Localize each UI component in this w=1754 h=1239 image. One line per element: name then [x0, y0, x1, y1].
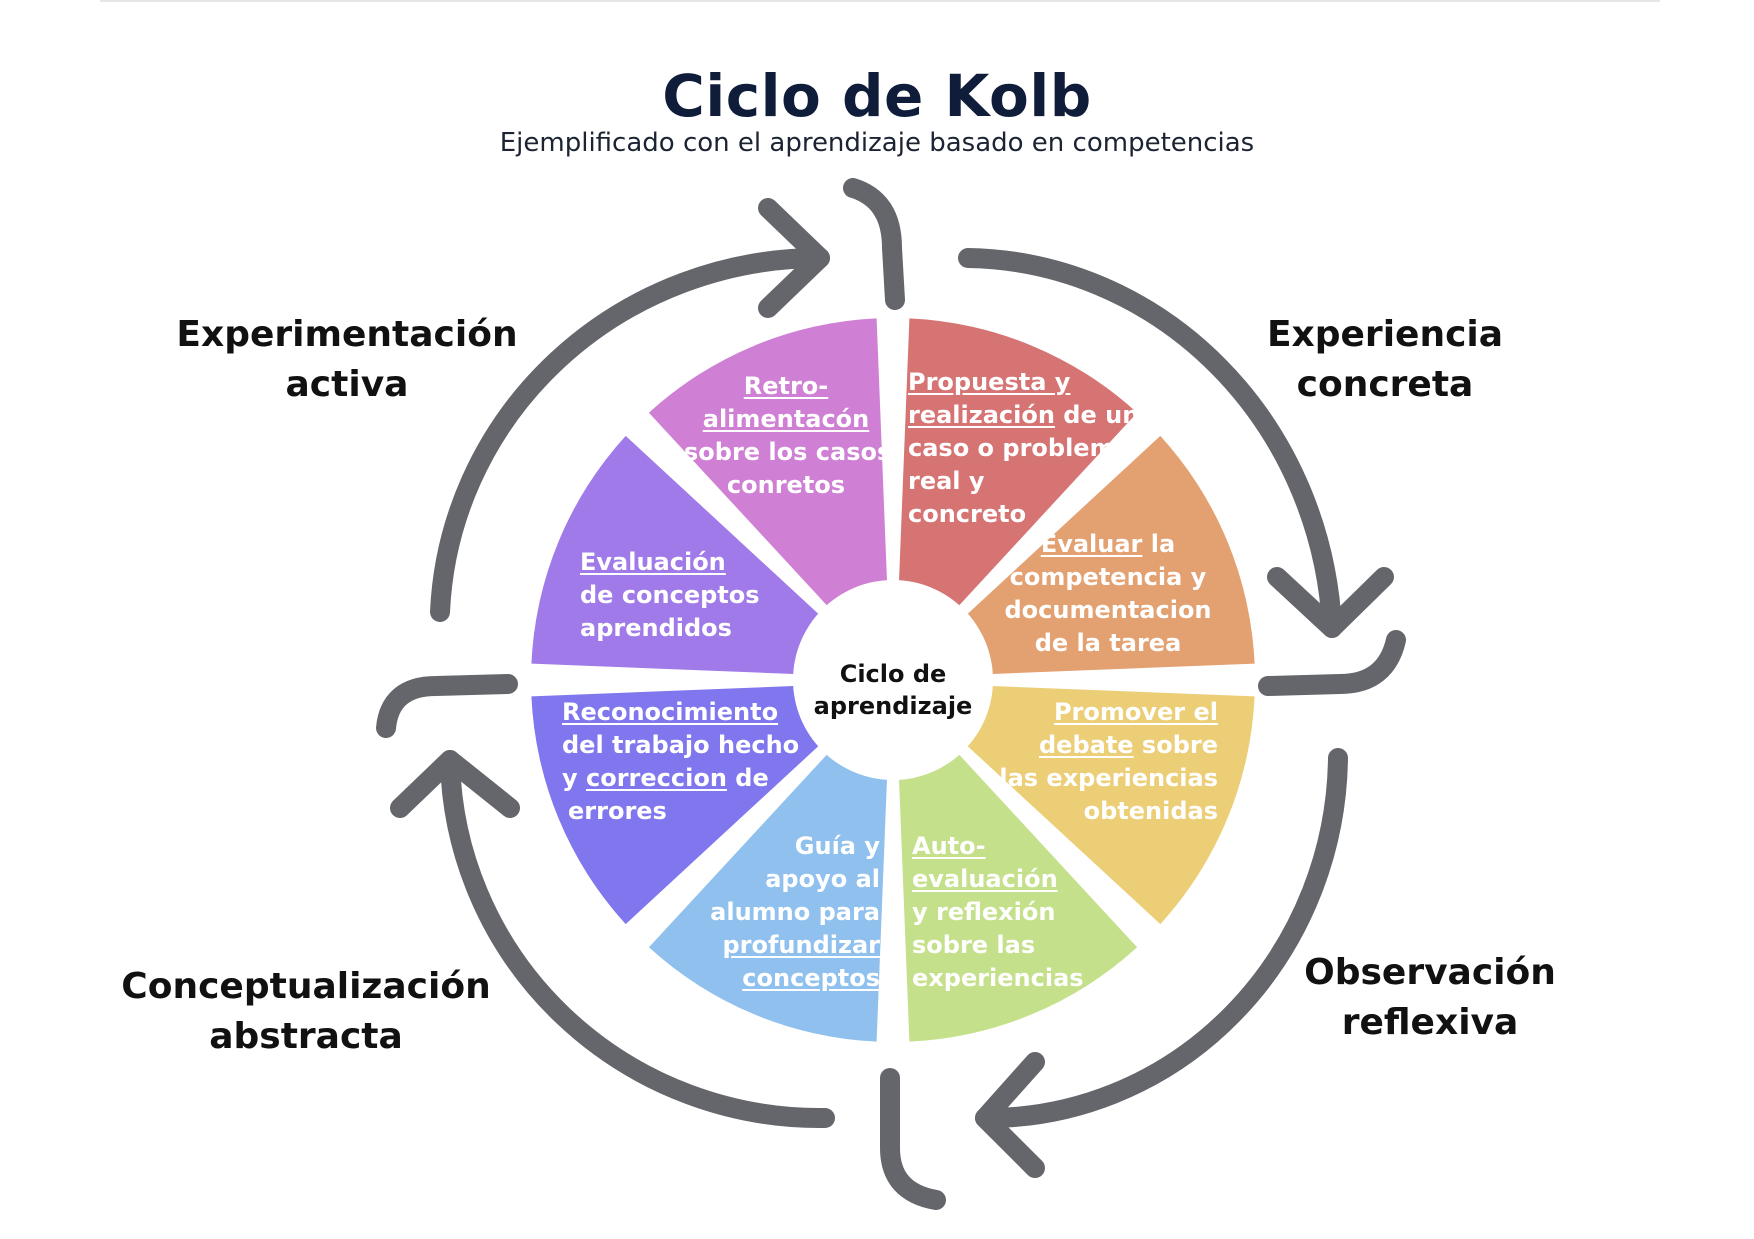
wedge-evaluacion-conceptos — [531, 435, 888, 678]
stage-experimentacion-activa: Experimentación activa — [176, 314, 518, 405]
divider-hook-top — [843, 178, 905, 310]
segment-propuesta: Propuesta y realización de un caso o pro… — [908, 368, 1140, 528]
divider-hook-right — [1258, 630, 1406, 696]
page-subtitle: Ejemplificado con el aprendizaje basado … — [499, 128, 1255, 158]
top-divider — [100, 0, 1660, 2]
stage-conceptualizacion-abstracta: Conceptualización abstracta — [121, 966, 491, 1057]
wedge-retroalimentacion — [648, 318, 891, 675]
stage-observacion-reflexiva: Observación reflexiva — [1304, 952, 1556, 1043]
center-label: Ciclo de aprendizaje — [813, 660, 973, 720]
arrowhead-bottom-right-icon — [975, 1052, 1045, 1178]
segment-retroalimentacion: Retro- alimentacón sobre los casos conre… — [684, 372, 892, 499]
arrow-bottom-right — [975, 748, 1348, 1129]
segment-autoevaluacion: Auto- evaluación y reflexión sobre las e… — [912, 832, 1084, 992]
divider-hook-left — [376, 674, 518, 738]
segment-guia: Guía y apoyo al alumno para profundizar … — [710, 832, 880, 992]
wedge-reconocimiento — [531, 682, 888, 925]
center-circle — [793, 580, 993, 780]
segment-reconocimiento: Reconocimiento del trabajo hecho y corre… — [562, 698, 800, 825]
page-title: Ciclo de Kolb — [662, 62, 1092, 130]
arrowhead-bottom-left-icon — [390, 750, 520, 818]
arrow-bottom-left — [440, 750, 835, 1129]
wedge-promover — [898, 682, 1255, 925]
divider-hook-bottom — [880, 1068, 946, 1210]
segment-promover: Promover el debate sobre las experiencia… — [999, 698, 1218, 825]
arrow-top-right — [958, 248, 1342, 638]
stage-experiencia-concreta: Experiencia concreta — [1266, 314, 1504, 405]
wedge-autoevaluacion — [895, 685, 1138, 1042]
wedge-propuesta — [895, 318, 1138, 675]
segment-evaluacion-conceptos: Evaluación de conceptos aprendidos — [580, 548, 760, 642]
segment-evaluar: Evaluar la competencia y documentacion d… — [1004, 530, 1212, 657]
wedge-evaluar — [898, 435, 1255, 678]
cycle-arrows — [376, 178, 1406, 1210]
wedge-guia — [648, 685, 891, 1042]
arrow-top-left — [430, 247, 830, 622]
arrowhead-top-right-icon — [1267, 567, 1394, 638]
arrowhead-top-left-icon — [758, 198, 830, 318]
wheel-segments — [531, 318, 1255, 1042]
